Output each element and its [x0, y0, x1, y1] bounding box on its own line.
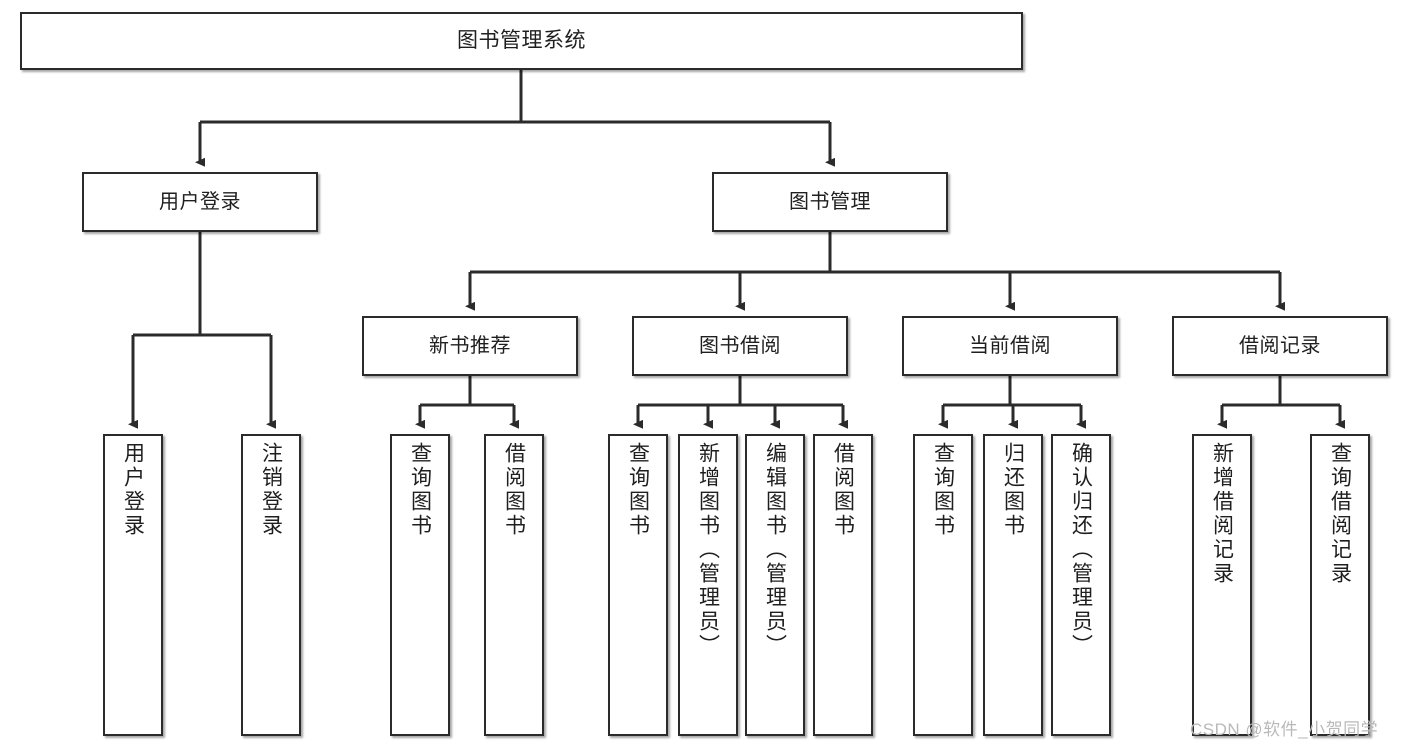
- node-leaf-add-book[interactable]: 新增图书（管理员）: [678, 434, 738, 736]
- node-leaf-user-login[interactable]: 用户登录: [103, 434, 163, 736]
- node-leaf-confirm-return[interactable]: 确认归还（管理员）: [1051, 434, 1111, 736]
- node-leaf-query-record-label: 查询借阅记录: [1328, 442, 1352, 586]
- node-leaf-logout-label: 注销登录: [259, 442, 283, 538]
- node-user-login[interactable]: 用户登录: [82, 172, 318, 232]
- node-leaf-query-book-3[interactable]: 查询图书: [913, 434, 973, 736]
- node-leaf-add-record[interactable]: 新增借阅记录: [1192, 434, 1252, 736]
- node-leaf-query-book-2[interactable]: 查询图书: [608, 434, 668, 736]
- node-leaf-edit-book[interactable]: 编辑图书（管理员）: [745, 434, 805, 736]
- node-leaf-return-book-label: 归还图书: [1001, 442, 1025, 538]
- node-leaf-borrow-book-2-label: 借阅图书: [831, 442, 855, 538]
- node-leaf-query-book-1[interactable]: 查询图书: [390, 434, 450, 736]
- node-leaf-logout[interactable]: 注销登录: [241, 434, 301, 736]
- node-current-borrow[interactable]: 当前借阅: [902, 316, 1118, 376]
- node-new-book-rec[interactable]: 新书推荐: [362, 316, 578, 376]
- node-root-label: 图书管理系统: [457, 29, 586, 53]
- node-leaf-query-book-3-label: 查询图书: [931, 442, 955, 538]
- node-leaf-query-record[interactable]: 查询借阅记录: [1310, 434, 1370, 736]
- node-leaf-borrow-book-1-label: 借阅图书: [502, 442, 526, 538]
- node-leaf-query-book-2-label: 查询图书: [626, 442, 650, 538]
- node-leaf-confirm-return-label: 确认归还（管理员）: [1069, 442, 1093, 658]
- node-leaf-borrow-book-1[interactable]: 借阅图书: [484, 434, 544, 736]
- node-new-book-rec-label: 新书推荐: [429, 334, 511, 357]
- watermark: CSDN @软件_小贺同学: [1190, 720, 1379, 739]
- node-book-borrow[interactable]: 图书借阅: [632, 316, 848, 376]
- node-current-borrow-label: 当前借阅: [969, 334, 1051, 357]
- node-leaf-add-book-label: 新增图书（管理员）: [696, 442, 720, 658]
- node-borrow-record-label: 借阅记录: [1239, 334, 1321, 357]
- node-leaf-return-book[interactable]: 归还图书: [983, 434, 1043, 736]
- node-leaf-query-book-1-label: 查询图书: [408, 442, 432, 538]
- node-borrow-record[interactable]: 借阅记录: [1172, 316, 1388, 376]
- node-book-manage[interactable]: 图书管理: [712, 172, 948, 232]
- node-leaf-edit-book-label: 编辑图书（管理员）: [763, 442, 787, 658]
- node-book-borrow-label: 图书借阅: [699, 334, 781, 357]
- node-user-login-label: 用户登录: [159, 190, 241, 213]
- node-root[interactable]: 图书管理系统: [20, 12, 1023, 70]
- node-leaf-add-record-label: 新增借阅记录: [1210, 442, 1234, 586]
- node-leaf-user-login-label: 用户登录: [121, 442, 145, 538]
- node-leaf-borrow-book-2[interactable]: 借阅图书: [813, 434, 873, 736]
- node-book-manage-label: 图书管理: [789, 190, 871, 213]
